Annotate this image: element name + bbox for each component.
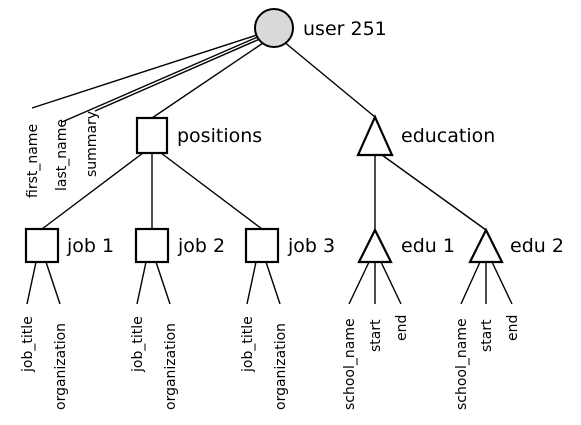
edge-edu2-school-name	[460, 261, 481, 305]
attr-edu2-school-name: school_name	[454, 318, 470, 410]
edge-positions-job1	[41, 152, 144, 230]
edge-user-education	[282, 40, 376, 118]
positions-node-label: positions	[177, 125, 262, 147]
edu2-node-triangle	[468, 227, 504, 264]
tree-nodes: user 251 positions education job 1 job 2…	[24, 8, 564, 264]
job1-node-square	[24, 227, 60, 264]
user-node-circle	[254, 8, 294, 48]
edge-user-first-name	[31, 33, 261, 109]
user-node-label: user 251	[303, 18, 387, 40]
edge-edu1-end	[380, 261, 402, 305]
job2-node-label: job 2	[177, 235, 225, 257]
job1-node-label: job 1	[66, 235, 114, 257]
attr-edu2-start: start	[479, 319, 495, 352]
education-node-triangle	[356, 114, 394, 157]
edge-job2-organization	[155, 261, 171, 305]
positions-node-square	[135, 116, 169, 155]
edge-edu2-end	[491, 261, 513, 305]
edge-edu1-school-name	[348, 261, 370, 305]
job2-node-square	[134, 227, 170, 264]
edge-education-edu2	[381, 154, 487, 231]
edge-user-summary	[94, 37, 263, 112]
attr-edu1-end: end	[394, 315, 410, 341]
edu2-node-label: edu 2	[510, 235, 564, 257]
attribute-labels: first_name last_name summary job_title o…	[20, 111, 521, 410]
education-node-label: education	[401, 125, 495, 147]
attr-edu1-start: start	[368, 319, 384, 352]
edge-job3-organization	[265, 261, 281, 305]
edge-job2-job-title	[136, 261, 147, 305]
attr-user-first-name: first_name	[25, 124, 41, 198]
attr-job3-organization: organization	[273, 323, 289, 410]
job3-node-square	[244, 227, 280, 264]
edu1-node-label: edu 1	[401, 235, 455, 257]
edge-user-last-name	[61, 35, 261, 123]
attr-job3-job-title: job_title	[240, 316, 256, 373]
attr-job1-organization: organization	[53, 323, 69, 410]
attr-user-summary: summary	[84, 111, 100, 177]
edge-job1-job-title	[26, 261, 37, 305]
edge-job1-organization	[45, 261, 61, 305]
attr-job1-job-title: job_title	[20, 316, 36, 373]
edu1-node-triangle	[357, 227, 393, 264]
attr-edu1-school-name: school_name	[342, 318, 358, 410]
attr-job2-job-title: job_title	[130, 316, 146, 373]
job3-node-label: job 3	[287, 235, 335, 257]
edge-job3-job-title	[246, 261, 257, 305]
attr-job2-organization: organization	[163, 323, 179, 410]
attr-user-last-name: last_name	[54, 119, 70, 191]
edge-user-positions	[151, 40, 267, 119]
tree-edges	[26, 33, 513, 305]
edge-positions-job3	[160, 152, 263, 230]
attr-edu2-end: end	[505, 315, 521, 341]
